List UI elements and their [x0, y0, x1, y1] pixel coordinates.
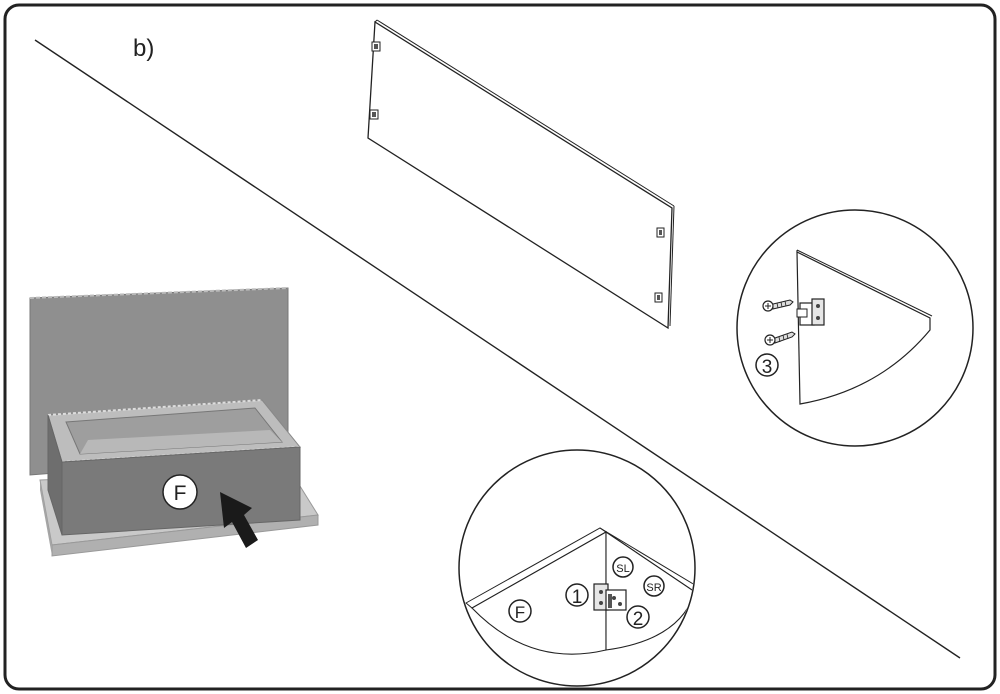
insert-arrow-icon: [220, 492, 258, 548]
step-2-callout: [626, 605, 650, 629]
step-1-callout: [565, 583, 589, 607]
corner-detail-view: F 1 2 SL SR: [458, 449, 696, 687]
step-label: b): [133, 35, 154, 62]
page-border: [3, 3, 997, 691]
side-right-callout: [643, 575, 665, 597]
front-panel-callout: [162, 474, 198, 510]
clip-bracket-icon: [654, 292, 663, 303]
clip-bracket-icon: [369, 109, 379, 120]
detail-front-panel-callout: [508, 599, 532, 623]
screw-detail-view: 3: [736, 209, 974, 447]
clip-bracket-icon: [593, 583, 627, 611]
front-panel-callout-label: F: [174, 482, 187, 505]
step-2-callout-label: 2: [633, 609, 644, 630]
front-panel-board: [367, 19, 675, 330]
step-3-callout-label: 3: [762, 357, 773, 378]
bathtub-illustration: F: [29, 287, 319, 557]
side-left-callout-label: SL: [616, 563, 629, 575]
clip-bracket-icon: [656, 227, 665, 238]
diagonal-divider: [34, 39, 961, 659]
step-1-callout-label: 1: [572, 587, 583, 608]
side-right-callout-label: SR: [646, 582, 661, 594]
step-3-callout: [755, 353, 779, 377]
clip-bracket-icon: [796, 298, 825, 326]
screw-icon: [764, 331, 796, 346]
detail-front-panel-callout-label: F: [515, 603, 525, 622]
side-left-callout: [612, 556, 634, 578]
screw-icon: [762, 299, 794, 312]
clip-bracket-icon: [371, 41, 381, 52]
